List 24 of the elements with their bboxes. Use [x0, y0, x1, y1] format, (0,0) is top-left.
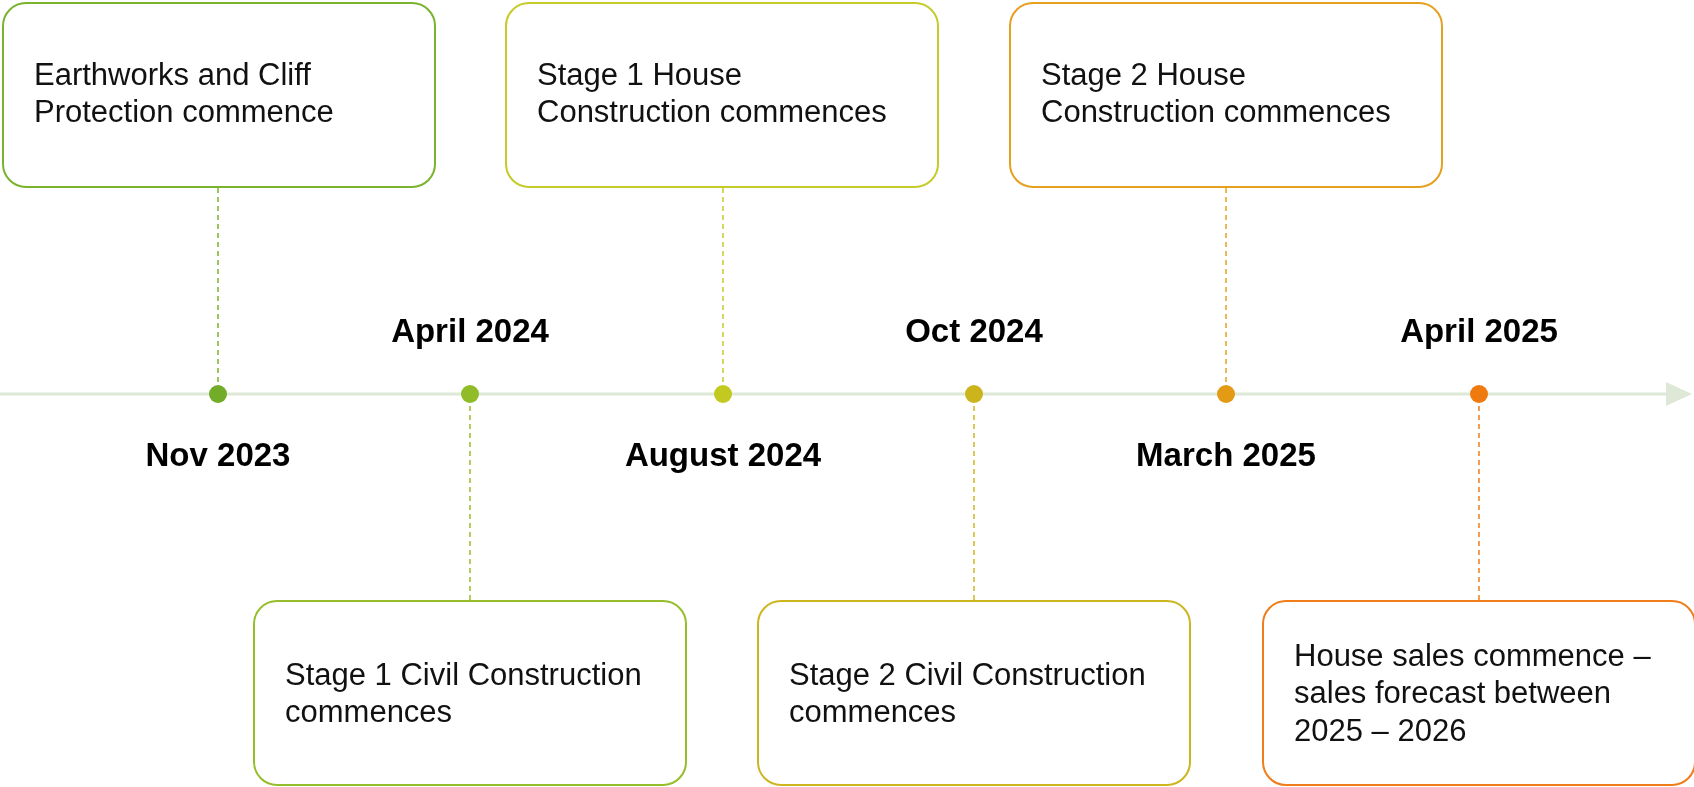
date-label: Oct 2024 — [905, 312, 1043, 350]
milestone-box — [505, 2, 939, 188]
milestone-text: Stage 1 House Construction commences — [537, 56, 888, 131]
timeline-dot — [1217, 385, 1235, 403]
timeline-dot — [209, 385, 227, 403]
date-label: March 2025 — [1136, 436, 1316, 474]
timeline-dot — [461, 385, 479, 403]
date-label: August 2024 — [624, 436, 822, 474]
milestone-box — [1262, 600, 1694, 786]
milestone-box — [757, 600, 1191, 786]
milestone-box — [2, 2, 436, 188]
milestone-box — [253, 600, 687, 786]
milestone-text: Stage 1 Civil Construction commences — [285, 655, 643, 731]
milestone-box — [1009, 2, 1443, 188]
date-label: April 2025 — [1400, 312, 1558, 350]
date-label: April 2024 — [391, 312, 549, 350]
milestone-text: Earthworks and Cliff Protection commence — [34, 56, 335, 131]
milestone-text: House sales commence – sales forecast between 2025 – 2026 — [1294, 637, 1652, 749]
timeline-dot — [1470, 385, 1488, 403]
milestone-text: Stage 2 Civil Construction commences — [789, 655, 1147, 731]
timeline-dot — [965, 385, 983, 403]
milestone-text: Stage 2 House Construction commences — [1041, 56, 1392, 131]
timeline-dot — [714, 385, 732, 403]
date-label: Nov 2023 — [145, 436, 291, 474]
